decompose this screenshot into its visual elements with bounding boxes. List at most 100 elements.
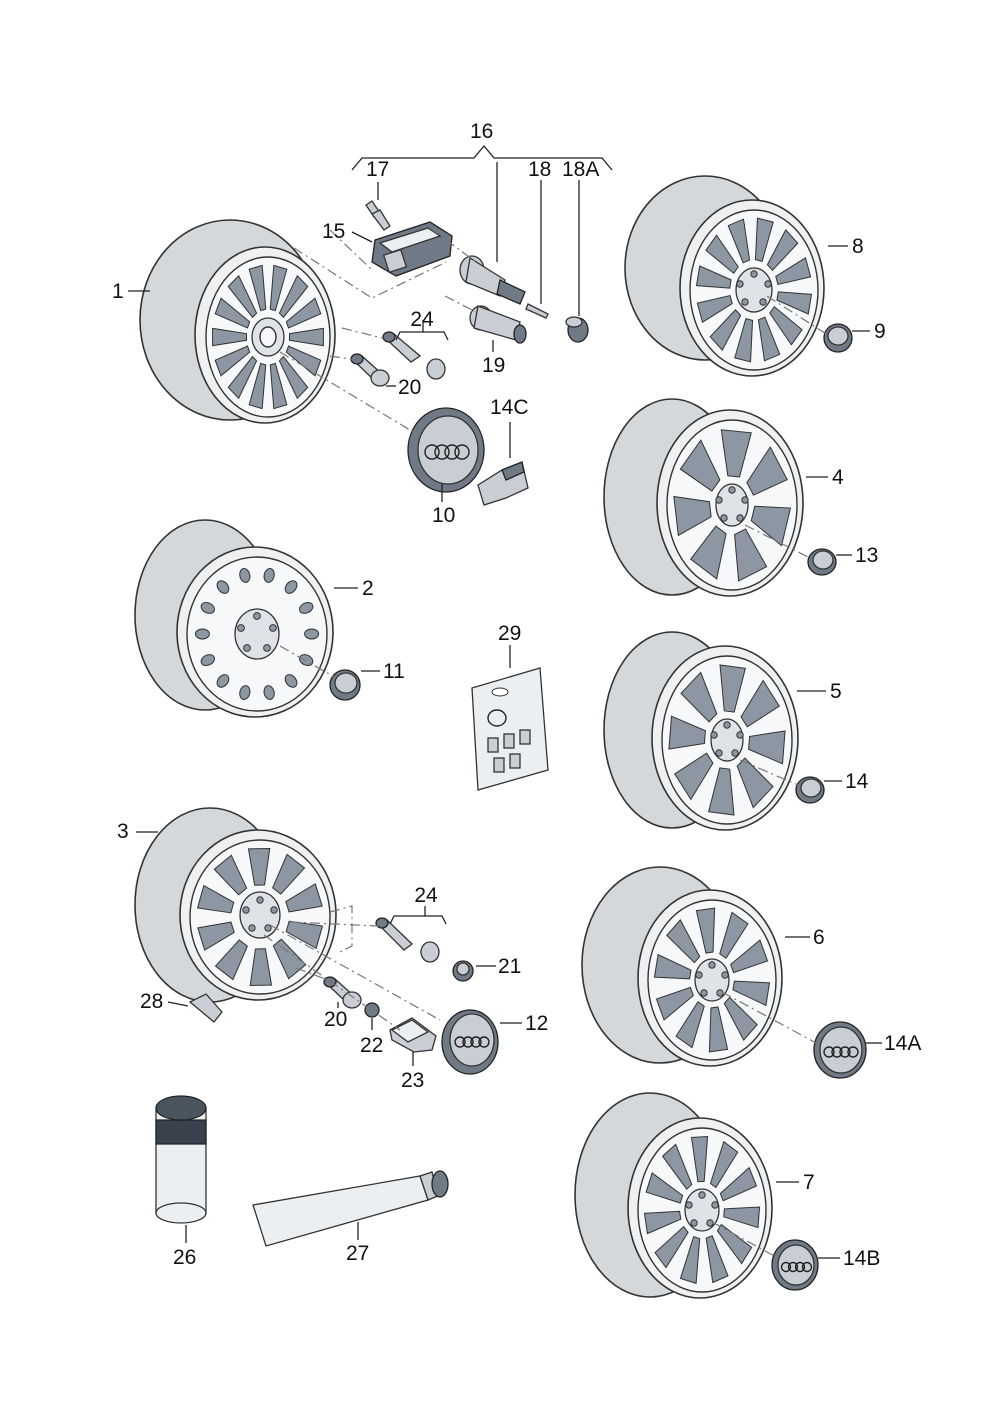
wheel-window [248,264,267,312]
wheel-window [775,257,812,286]
wheel-window [696,294,733,323]
callout-labels: 16 17 18 18A 15 1 24 19 20 14C 10 8 9 4 … [112,120,921,1270]
wheel-window [740,679,780,728]
wheel-slot [216,580,230,594]
center-cap-13 [807,548,837,576]
wheel-bolt-20-bottom [323,976,362,1009]
wheel-slot [200,654,215,666]
wheel-window [750,505,792,547]
wheel-slot [263,685,275,700]
wheel-window [736,757,774,809]
wheel-window [227,274,258,319]
center-cap-11 [329,669,361,701]
wheel-7 [574,1092,773,1299]
wheel-2 [134,519,334,718]
label-18a: 18A [562,158,599,181]
wheel-window [709,1140,739,1189]
wheel-window [766,229,799,271]
label-11: 11 [383,660,405,683]
wheel-window [708,1006,729,1053]
wheel-window [723,996,758,1042]
label-6: 6 [813,926,825,949]
balance-weight-28 [188,993,223,1023]
grease-tube-27 [252,1170,449,1247]
wheel-window [289,327,324,347]
wheel-window [278,274,309,319]
label-10: 10 [432,504,455,527]
adapter-22 [364,1002,380,1018]
wheel-window [285,345,322,377]
label-3: 3 [117,820,129,843]
label-29: 29 [498,622,521,645]
center-cap-12 [441,1009,499,1075]
wheel-window [695,907,716,954]
label-18: 18 [528,158,551,181]
label-28: 28 [140,990,163,1013]
wheel-window [655,986,694,1021]
wheel-window [196,884,235,914]
wheel-window [769,306,803,346]
wheel-1 [139,219,336,424]
wheel-window [732,980,771,1007]
wheel-window [748,730,786,765]
valve-19 [469,305,527,344]
wheel-window [754,217,774,262]
wheel-slot [216,674,230,688]
wheel-window [719,1166,758,1202]
wheel-window [278,355,309,400]
wheel-window [719,664,747,713]
wheel-window [723,1206,761,1229]
label-8: 8 [852,235,864,258]
center-cap-10 [407,407,485,493]
wheel-window [214,345,251,377]
center-cap-9 [823,323,853,353]
wheel-window [679,439,721,492]
wheel-window [272,853,306,895]
wheel-window [776,291,813,315]
wheel-window [705,1234,729,1284]
spray-can-26 [155,1095,207,1224]
wheel-slot [299,602,314,614]
wheel-window [734,318,754,363]
wheel-window [249,948,273,986]
wheel-window [227,355,258,400]
label-13: 13 [855,544,878,567]
wheel-slot [284,674,298,688]
wheel-window [666,918,701,964]
label-27: 27 [346,1242,369,1265]
label-22: 22 [360,1034,383,1057]
wheel-window [212,327,247,347]
label-2: 2 [362,577,374,600]
label-15: 15 [322,220,345,243]
wheel-bolt-24-bottom [375,917,440,963]
wheel-window [730,939,769,974]
wheel-slot [263,568,275,583]
wheel-window [709,309,742,351]
label-24-top: 24 [410,308,434,331]
wheel-window [695,265,732,289]
valve-16 [459,255,526,305]
label-26: 26 [173,1246,196,1269]
label-24-bottom: 24 [414,884,438,907]
wheel-window [214,297,251,329]
label-14b: 14B [843,1247,880,1270]
wheel-window [248,362,267,410]
wheel-window [746,446,788,496]
locking-nut-21 [452,960,474,982]
label-14a: 14A [884,1032,921,1055]
wheel-window [214,939,248,981]
center-cap-14 [795,776,825,804]
wheel-slot [239,685,251,700]
wheel-window [643,1210,682,1235]
wheel-window [680,671,718,723]
label-1: 1 [112,280,124,303]
valve-cap-18a [565,316,589,343]
label-4: 4 [832,466,844,489]
wheel-window [285,920,324,950]
wheel-window [705,234,739,274]
wheel-window [653,953,692,980]
wheel-window [645,1172,684,1204]
wheel-slot [284,580,298,594]
label-21: 21 [498,955,521,978]
